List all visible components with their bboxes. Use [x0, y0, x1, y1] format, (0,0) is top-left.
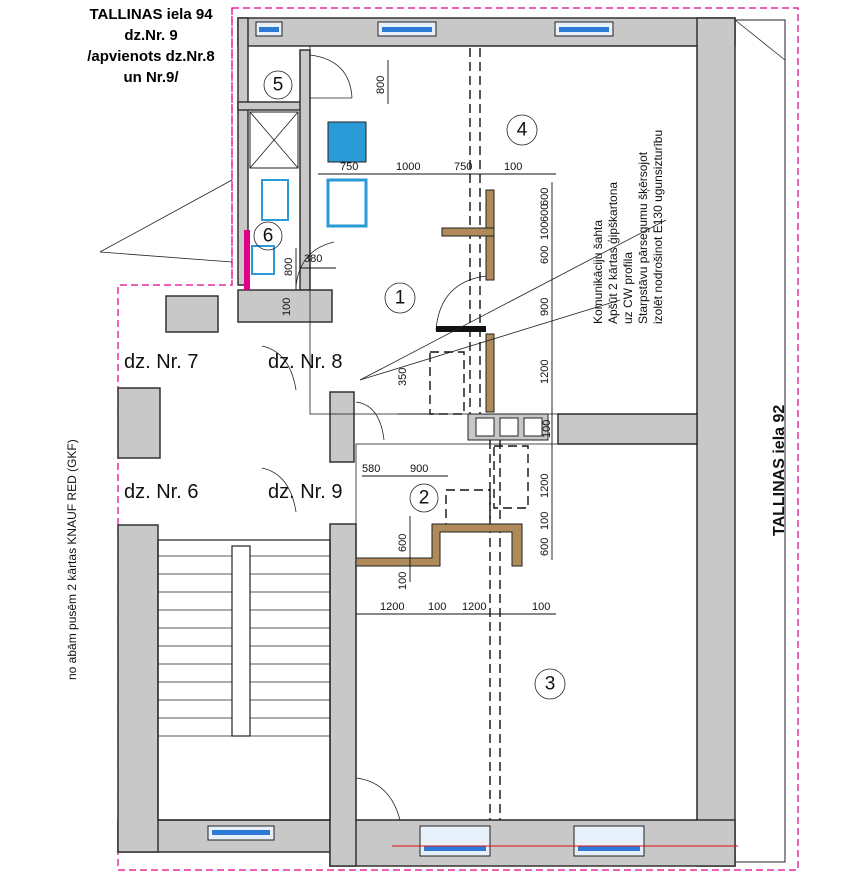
title-merged-note: /apvienots dz.Nr.8 [87, 48, 215, 65]
shaft-wall-b [441, 227, 495, 237]
dim-1200-a: 1200 [539, 360, 551, 384]
dim-1200-b: 1200 [539, 474, 551, 498]
shaft-note-line-3: uz CW profila [621, 252, 635, 324]
dim-380: 380 [304, 253, 322, 265]
bathroom-walls [165, 17, 333, 333]
dim-600-c: 600 [539, 188, 551, 206]
dim-1200-d: 1200 [462, 601, 486, 613]
dim-100-g: 100 [428, 601, 446, 613]
dim-900-b: 900 [410, 463, 428, 475]
apartment-9-label: dz. Nr. 9 [268, 481, 342, 503]
shaft-note-line-5: izolēt nodrošinot E130 ugunsizturību [651, 130, 665, 324]
dim-100-h: 100 [532, 601, 550, 613]
dim-800-bath: 800 [375, 76, 387, 94]
bathroom-fixtures [249, 111, 368, 275]
shaft-wall-c [485, 333, 495, 413]
shaft-note-line-4: Starpstāvu pārsegumu šķērsojot [636, 151, 650, 324]
dim-900-a: 900 [539, 298, 551, 316]
dim-800-wc: 800 [283, 258, 295, 276]
title-address: TALLINAS iela 94 [89, 6, 213, 23]
apartment-labels: dz. Nr. 7 dz. Nr. 8 dz. Nr. 6 dz. Nr. 9 [124, 351, 342, 503]
dim-100-e: 100 [539, 512, 551, 530]
dim-100-c: 100 [539, 222, 551, 240]
dim-600-a: 600 [539, 204, 551, 222]
dim-600-e: 600 [397, 534, 409, 552]
title-merged-note-2: un Nr.9/ [123, 69, 179, 86]
room-markers: 5 6 4 1 2 3 [253, 70, 566, 700]
title-apartment: dz.Nr. 9 [124, 27, 178, 44]
doors [261, 54, 487, 821]
neighbor-building-band [734, 19, 786, 863]
window-bottom-2 [419, 825, 491, 857]
window-top-1 [377, 21, 437, 37]
neighbor-street-label: TALLINAS iela 92 [771, 405, 788, 536]
dim-100-d: 100 [541, 420, 553, 438]
dim-100-f: 100 [397, 572, 409, 590]
apartment-7-label: dz. Nr. 7 [124, 351, 198, 373]
windows [207, 21, 645, 857]
outer-walls [117, 17, 736, 867]
shaft-note-line-1: Komunikāciju šahta [591, 220, 605, 324]
room-4-label: 4 [517, 120, 528, 141]
window-bottom-1 [207, 825, 275, 841]
room-5-label: 5 [273, 75, 284, 96]
dim-750-a: 750 [340, 161, 358, 173]
room-2-label: 2 [419, 488, 430, 509]
dim-1200-c: 1200 [380, 601, 404, 613]
apartment-6-label: dz. Nr. 6 [124, 481, 198, 503]
fire-board-note: no abām pusēm 2 kārtas KNAUF RED (GKF) [65, 439, 79, 680]
room-6-label: 6 [263, 226, 274, 247]
leader-lines [99, 179, 667, 381]
dim-750-b: 750 [454, 161, 472, 173]
window-bottom-3 [573, 825, 645, 857]
dim-580: 580 [362, 463, 380, 475]
washbasin [251, 245, 275, 275]
dim-600-d: 600 [539, 538, 551, 556]
dim-1000: 1000 [396, 161, 420, 173]
room-outlines [309, 45, 698, 821]
dim-600-b: 600 [539, 246, 551, 264]
shaft-walls [355, 189, 549, 567]
stove [327, 121, 367, 163]
dimension-labels: 800 750 1000 750 100 800 380 100 600 600… [281, 76, 553, 613]
kitchen-sink [326, 178, 368, 228]
window-top-2 [554, 21, 614, 37]
shaft-note: Komunikāciju šahta Apšūt 2 kārtas ģipška… [591, 130, 665, 324]
dim-100-b: 100 [281, 298, 293, 316]
room-3-label: 3 [545, 674, 556, 695]
dim-100-a: 100 [504, 161, 522, 173]
toilet [261, 179, 289, 221]
apartment-8-label: dz. Nr. 8 [268, 351, 342, 373]
shaft-note-line-2: Apšūt 2 kārtas ģipškartona [606, 182, 620, 324]
plan-title-block: TALLINAS iela 94 dz.Nr. 9 /apvienots dz.… [66, 4, 236, 88]
window-top-3 [255, 21, 283, 37]
dimension-lines [295, 60, 738, 847]
property-boundary [117, 7, 799, 871]
staircase [157, 539, 331, 821]
dim-350: 350 [397, 368, 409, 386]
room-1-label: 1 [395, 288, 406, 309]
